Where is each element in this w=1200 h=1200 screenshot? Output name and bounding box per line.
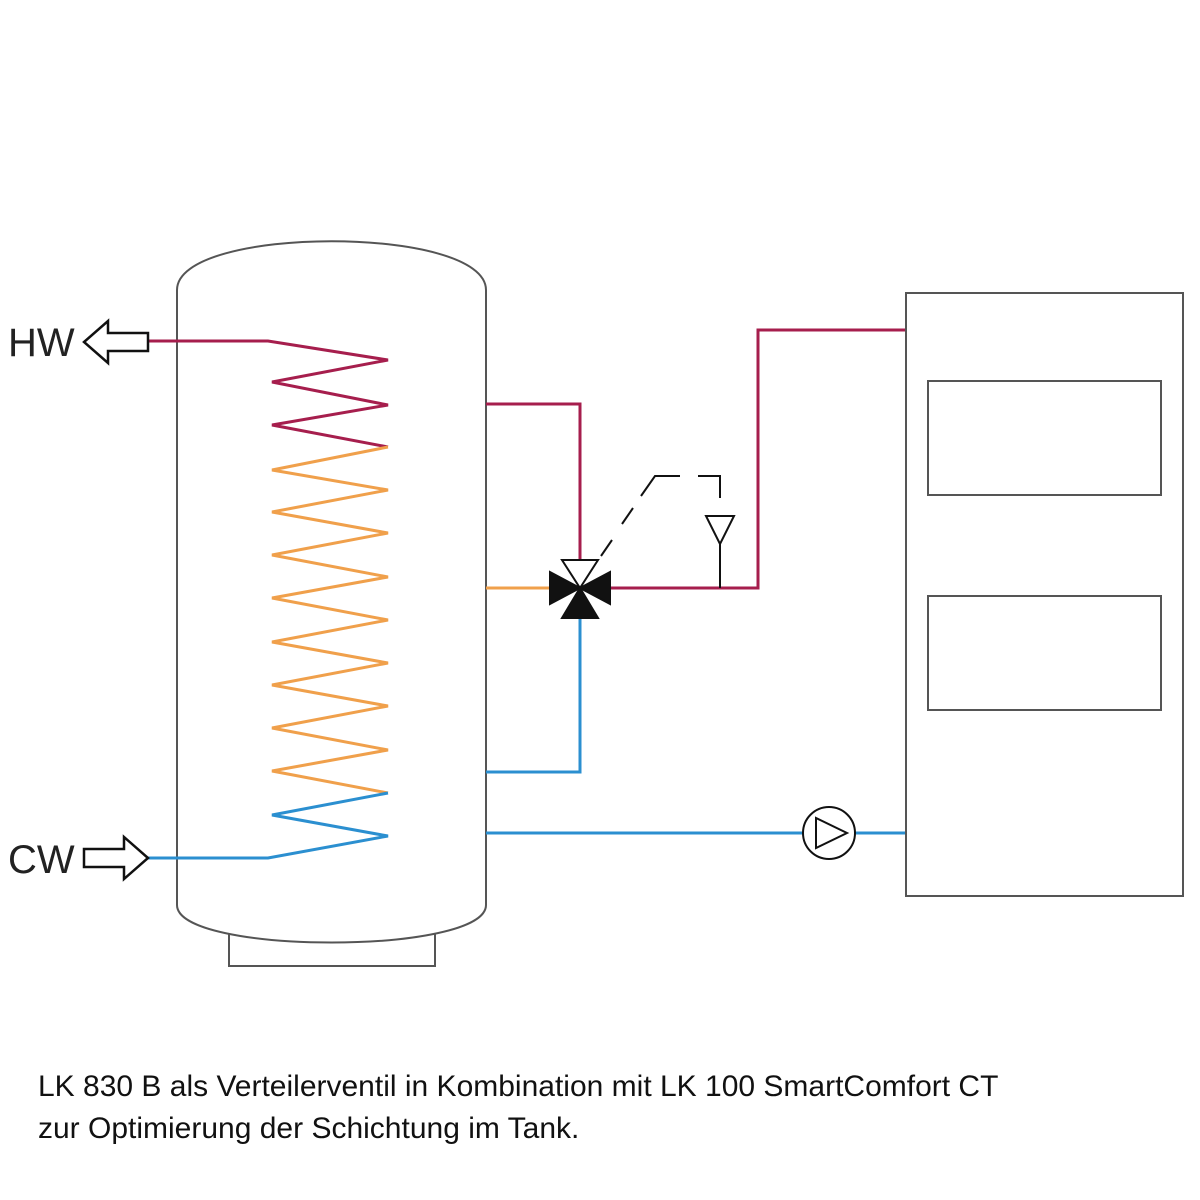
valve-top-port [560, 559, 600, 590]
control-dash-4 [698, 475, 721, 498]
cw-label: CW [8, 838, 75, 882]
hw-label: HW [8, 321, 75, 365]
control-line [600, 475, 721, 557]
heat-exchanger-coil [148, 339, 389, 860]
heat-generator [905, 292, 1184, 897]
hot-pipe-upper-tank-to-valve [486, 402, 582, 572]
control-dash-1 [600, 539, 613, 557]
cold-water-inlet: CW [8, 834, 150, 882]
piping [486, 328, 906, 835]
diagram-caption: LK 830 B als Verteilerventil in Kombinat… [38, 1066, 1178, 1150]
coil-cold-segment [148, 791, 389, 860]
coil-hot-segment [148, 339, 389, 449]
tank-body [176, 240, 487, 944]
caption-line-1: LK 830 B als Verteilerventil in Kombinat… [38, 1070, 999, 1103]
caption-line-2: zur Optimierung der Schichtung im Tank. [38, 1112, 580, 1145]
cw-inlet-arrow-icon [82, 834, 150, 882]
heat-generator-lower-panel [927, 595, 1162, 711]
sensor-triangle-icon [704, 515, 736, 547]
valve-bottom-port [560, 586, 600, 619]
coil-warm-segment [271, 445, 389, 795]
pump-arrow-icon [815, 816, 850, 850]
hot-water-outlet: HW [8, 318, 150, 366]
three-way-valve [549, 559, 611, 619]
control-dash-3 [640, 475, 680, 497]
storage-tank [176, 240, 487, 967]
circulation-pump [802, 806, 856, 860]
cold-pipe-valve-to-lower-tank [486, 606, 582, 774]
heat-generator-upper-panel [927, 380, 1162, 496]
hot-pipe-valve-to-heater [598, 328, 906, 590]
hw-outlet-arrow-icon [82, 318, 150, 366]
temperature-sensor [704, 515, 736, 588]
control-dash-2 [621, 507, 634, 525]
valve-right-port [577, 570, 611, 606]
valve-left-port [549, 570, 583, 606]
